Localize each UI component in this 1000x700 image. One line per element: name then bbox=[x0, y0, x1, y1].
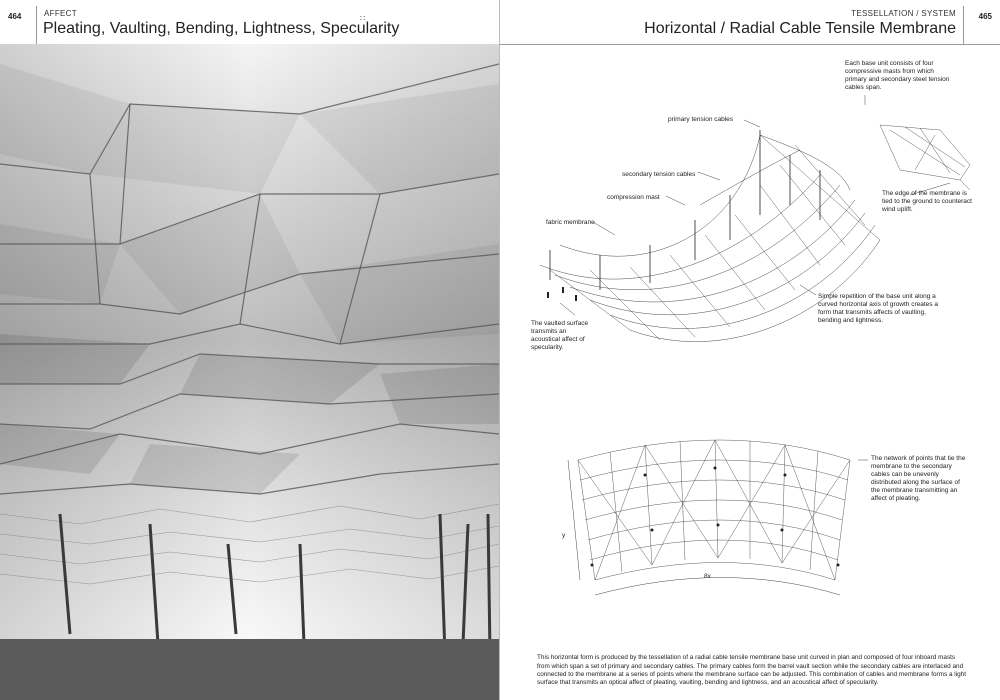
annotation-vaulted-surface: The vaulted surface transmits an acousti… bbox=[531, 320, 589, 351]
body-caption: This horizontal form is produced by the … bbox=[537, 654, 966, 686]
annotation-compression-mast: compression mast bbox=[607, 194, 660, 201]
annotation-repetition: Simple repetition of the base unit along… bbox=[818, 293, 938, 324]
annotation-fabric-membrane: fabric membrane bbox=[546, 219, 595, 226]
right-section-label: TESSELLATION / SYSTEM bbox=[851, 9, 956, 18]
left-section-label: AFFECT bbox=[44, 9, 77, 18]
dimension-y: y bbox=[562, 532, 566, 539]
annotation-edge-tied: The edge of the membrane is tied to the … bbox=[882, 190, 972, 213]
annotation-secondary-cables: secondary tension cables bbox=[622, 171, 696, 178]
left-page-title: Pleating, Vaulting, Bending, Lightness, … bbox=[43, 20, 400, 37]
rss-icon: ∷ bbox=[360, 14, 366, 23]
axonometric-diagram bbox=[520, 55, 990, 375]
annotation-primary-cables: primary tension cables bbox=[668, 116, 734, 123]
right-page-title: Horizontal / Radial Cable Tensile Membra… bbox=[644, 20, 956, 37]
dimension-8x: 8x bbox=[704, 573, 711, 580]
annotation-base-unit: Each base unit consists of four compress… bbox=[845, 60, 950, 91]
right-page-number: 465 bbox=[978, 12, 992, 21]
right-page-header: TESSELLATION / SYSTEM Horizontal / Radia… bbox=[500, 0, 1000, 45]
left-page-number: 464 bbox=[8, 12, 22, 21]
plan-diagram bbox=[540, 420, 990, 620]
page-gutter bbox=[499, 0, 500, 700]
header-divider bbox=[36, 6, 37, 44]
membrane-interior-render bbox=[0, 44, 499, 700]
annotation-network-points: The network of points that tie the membr… bbox=[871, 455, 966, 502]
header-divider bbox=[963, 6, 964, 44]
left-page-header: 464 AFFECT Pleating, Vaulting, Bending, … bbox=[0, 0, 499, 45]
